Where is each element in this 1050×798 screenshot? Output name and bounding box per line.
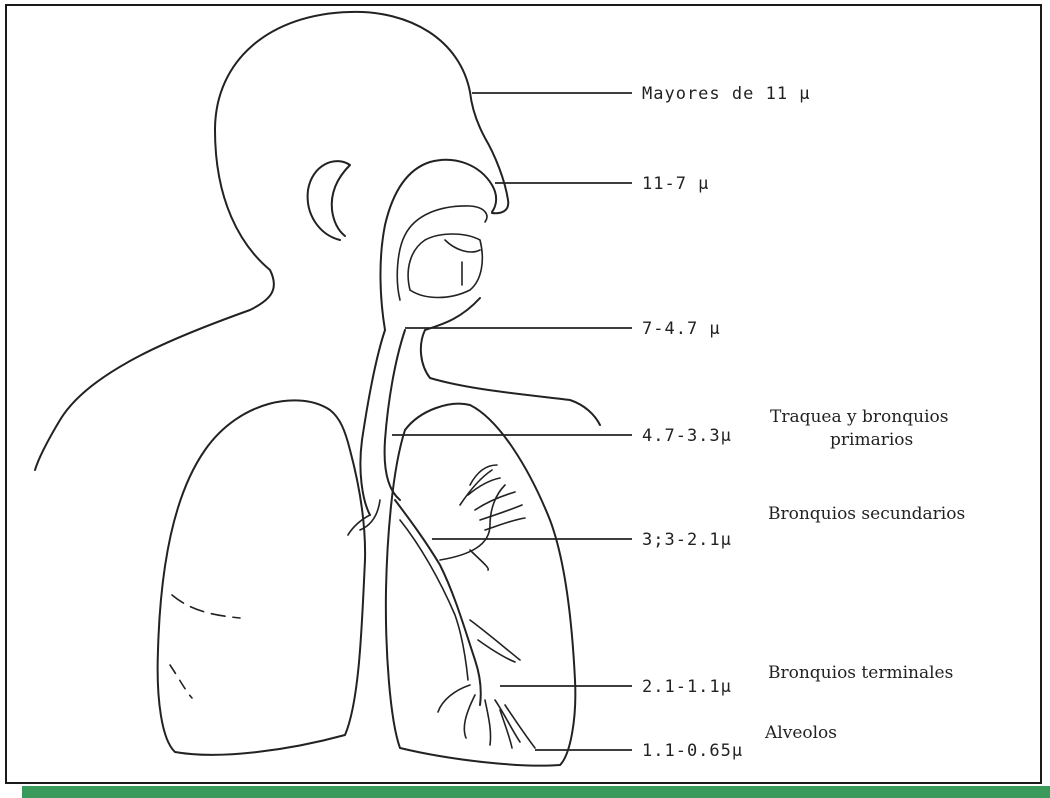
palate bbox=[445, 240, 480, 285]
face-profile bbox=[470, 92, 508, 213]
lung-left-fissure bbox=[172, 595, 240, 618]
caption-trachea-line2: primarios bbox=[830, 430, 913, 450]
bronchiole-tree-upper bbox=[460, 465, 525, 530]
label-secondary: 3;3-2.1µ bbox=[642, 530, 732, 550]
bronchiole-tree-lower bbox=[438, 685, 535, 748]
label-alveoli: 1.1-0.65µ bbox=[642, 741, 743, 761]
lung-left-lobe bbox=[170, 665, 192, 698]
ear bbox=[308, 161, 350, 240]
caption-secondary: Bronquios secundarios bbox=[768, 504, 965, 524]
label-pharynx: 7-4.7 µ bbox=[642, 319, 721, 339]
nasal-cavity bbox=[380, 160, 496, 330]
label-trachea: 4.7-3.3µ bbox=[642, 426, 732, 446]
head-outline bbox=[35, 12, 470, 470]
label-terminal: 2.1-1.1µ bbox=[642, 677, 732, 697]
lung-left bbox=[158, 400, 365, 754]
tongue bbox=[408, 234, 482, 298]
lung-right bbox=[386, 404, 575, 766]
label-nasal: 11-7 µ bbox=[642, 174, 709, 194]
bronchiole-upper bbox=[440, 485, 505, 570]
caption-trachea-line1: Traquea y bronquios bbox=[770, 407, 948, 427]
trachea-left bbox=[360, 330, 385, 515]
caption-alveoli: Alveolos bbox=[765, 723, 837, 743]
bronchiole-mid bbox=[470, 620, 520, 662]
bronchus-right-inner bbox=[400, 520, 468, 680]
jaw-neck bbox=[421, 298, 600, 425]
caption-terminal: Bronquios terminales bbox=[768, 663, 953, 683]
label-mayores: Mayores de 11 µ bbox=[642, 84, 811, 104]
